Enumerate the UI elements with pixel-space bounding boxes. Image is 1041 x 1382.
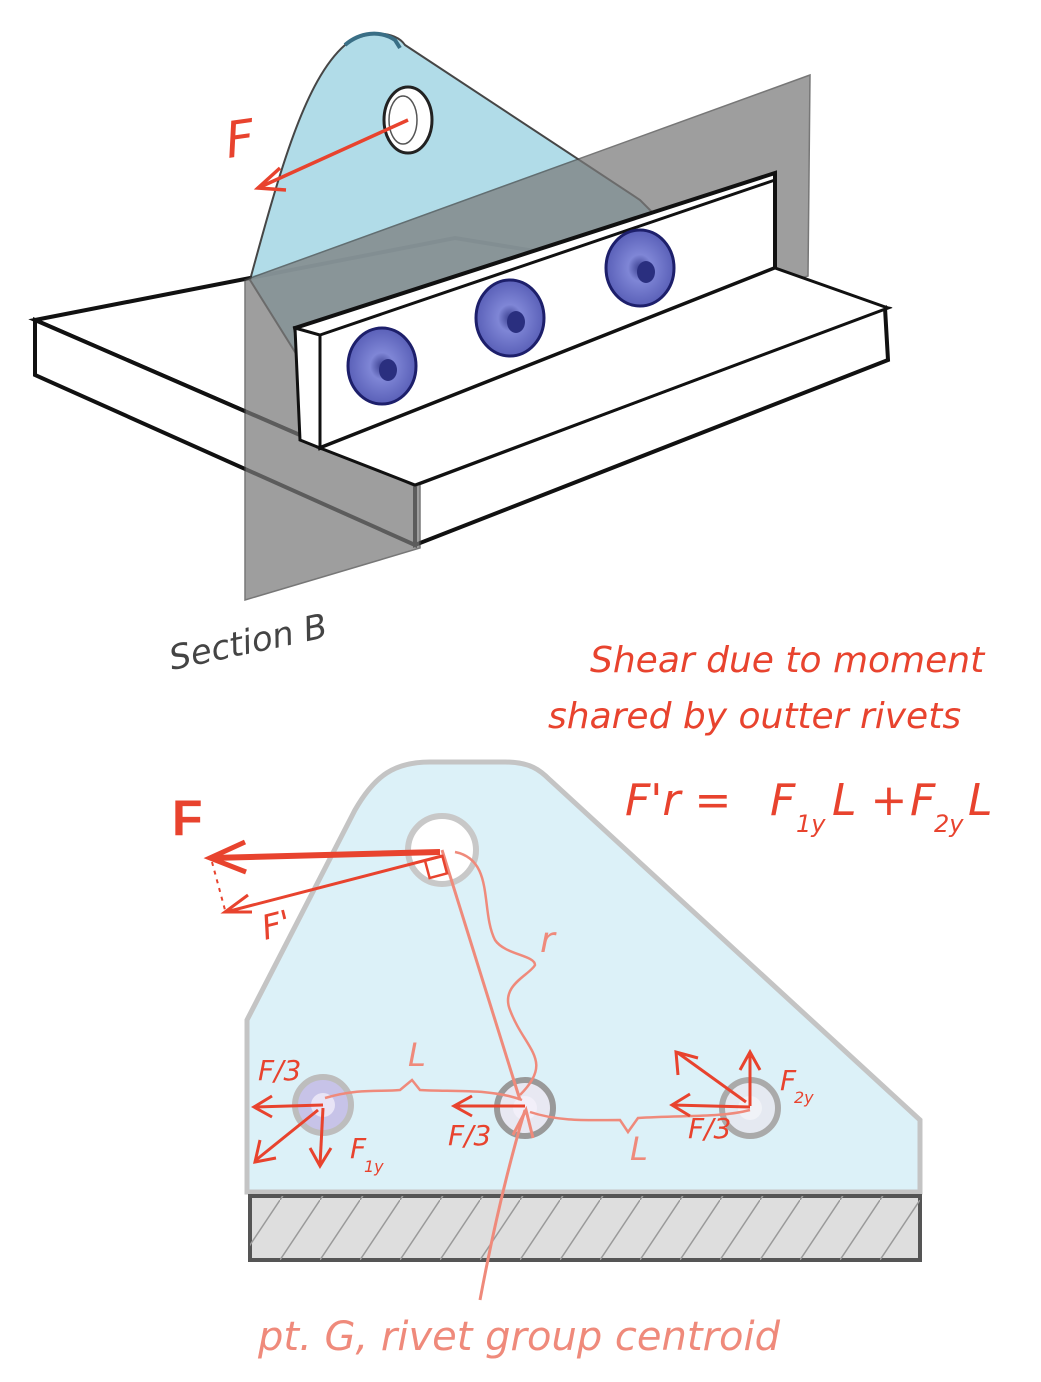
f2y-label-main: F: [780, 1064, 797, 1097]
rivet-3: [604, 228, 676, 308]
f3-left-arrow: [251, 1094, 324, 1119]
right-L-dimension: [529, 1108, 751, 1135]
f2y-label-sub: 2y: [794, 1088, 814, 1107]
f1y-label-sub: 1y: [364, 1157, 384, 1176]
equation-t2-tail: L: [968, 775, 993, 826]
right-L-label: L: [630, 1130, 648, 1168]
plan-force-F: [203, 839, 441, 875]
moment-equation: F'r = F 1y L + F 2y L: [625, 775, 993, 838]
f3-left-label: F/3: [258, 1054, 301, 1087]
right-moment-arrows: [674, 1048, 762, 1106]
equation-t1-main: F: [770, 775, 796, 826]
equation-t1-sub: 1y: [796, 810, 826, 838]
f3-right-arrow: [669, 1092, 751, 1118]
rivet-1: [346, 326, 418, 406]
plan-force-label: F: [172, 790, 203, 846]
section-b-label: Section B: [166, 606, 331, 678]
plan-rivet-center: [494, 1077, 556, 1139]
equation-t1-tail: L +: [832, 775, 907, 826]
centroid-label: pt. G, rivet group centroid: [257, 1314, 781, 1360]
centroid-pointer: [478, 1105, 535, 1301]
equation-t2-main: F: [910, 775, 936, 826]
r-label: r: [540, 920, 557, 961]
lever-arm-line: [440, 849, 538, 1101]
note-line-1: Shear due to moment: [590, 640, 986, 681]
f3-right-label: F/3: [688, 1112, 731, 1145]
plan-base-section: [248, 1194, 922, 1262]
note-line-2: shared by outter rivets: [548, 696, 961, 737]
f3-center-label: F/3: [448, 1119, 491, 1152]
moment-notes: Shear due to moment shared by outter riv…: [548, 640, 993, 838]
iso-force-arrow: [253, 118, 409, 192]
plan-fprime-label: F': [258, 903, 296, 949]
plan-force-Fprime: [211, 854, 449, 914]
iso-force-label: F: [222, 108, 260, 170]
rivet-2: [474, 278, 546, 358]
isometric-view: F Section B: [28, 31, 893, 679]
left-L-label: L: [408, 1036, 426, 1074]
equation-t2-sub: 2y: [934, 810, 964, 838]
plan-view: r L L F F' F/3: [172, 759, 923, 1360]
left-moment-arrows: [253, 1107, 333, 1169]
left-L-dimension: [324, 1078, 523, 1102]
f1y-label-main: F: [350, 1132, 367, 1165]
equation-lhs: F'r =: [625, 775, 731, 826]
f3-center-arrow: [450, 1094, 525, 1118]
